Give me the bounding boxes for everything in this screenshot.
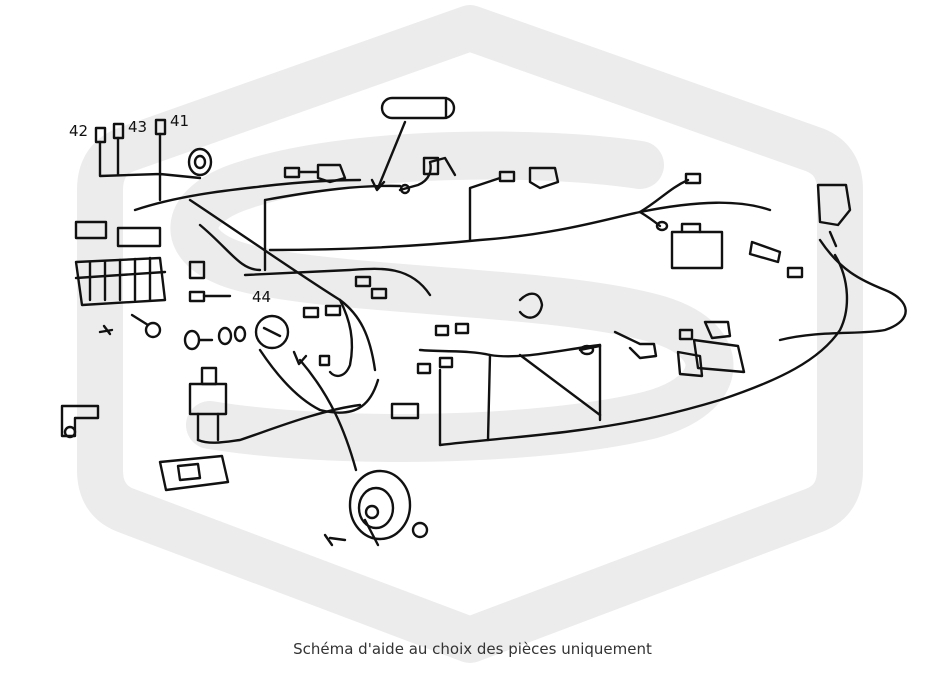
bracket [60, 404, 100, 438]
harness-main-trunk [268, 201, 772, 252]
ignition-lock [254, 314, 290, 350]
connector [318, 354, 331, 367]
connector [684, 172, 702, 185]
diagram-caption: Schéma d'aide au choix des pièces unique… [293, 640, 652, 658]
mounting-plate [158, 454, 230, 492]
pointer-arrow [298, 358, 358, 472]
relay-plug [528, 166, 560, 190]
line-art [60, 96, 907, 547]
connector [416, 362, 432, 375]
fuse-box [74, 220, 167, 307]
horn [348, 469, 412, 547]
harness-long-diagonal [188, 198, 377, 372]
connector [390, 402, 420, 420]
connector-group-41-43 [94, 118, 202, 202]
connector [454, 322, 470, 335]
screw-washer-set [183, 325, 247, 351]
connector [354, 275, 372, 288]
connector [370, 287, 388, 300]
connector [678, 328, 694, 341]
connector [302, 306, 320, 319]
relay-plug [703, 320, 732, 340]
callout-42: 42 [69, 122, 88, 140]
connector [498, 170, 516, 183]
connector [324, 304, 342, 317]
relay-plug [316, 163, 347, 184]
relay-module [670, 222, 724, 270]
clip [748, 240, 782, 264]
connector [438, 356, 454, 369]
handle-grip [380, 96, 456, 120]
clamp [518, 292, 544, 319]
terminal-block [676, 338, 746, 378]
callout-44: 44 [252, 288, 271, 306]
connector [188, 290, 206, 303]
connector [786, 266, 804, 279]
pointer-arrow [376, 120, 407, 190]
callout-43: 43 [128, 118, 147, 136]
bolt-assembly [98, 313, 162, 339]
switch-unit [188, 366, 228, 442]
connector [188, 260, 206, 280]
connector [434, 324, 450, 337]
grommet [187, 147, 213, 177]
sensor-right [816, 183, 852, 248]
key-switch [613, 330, 658, 360]
callout-41: 41 [170, 112, 189, 130]
